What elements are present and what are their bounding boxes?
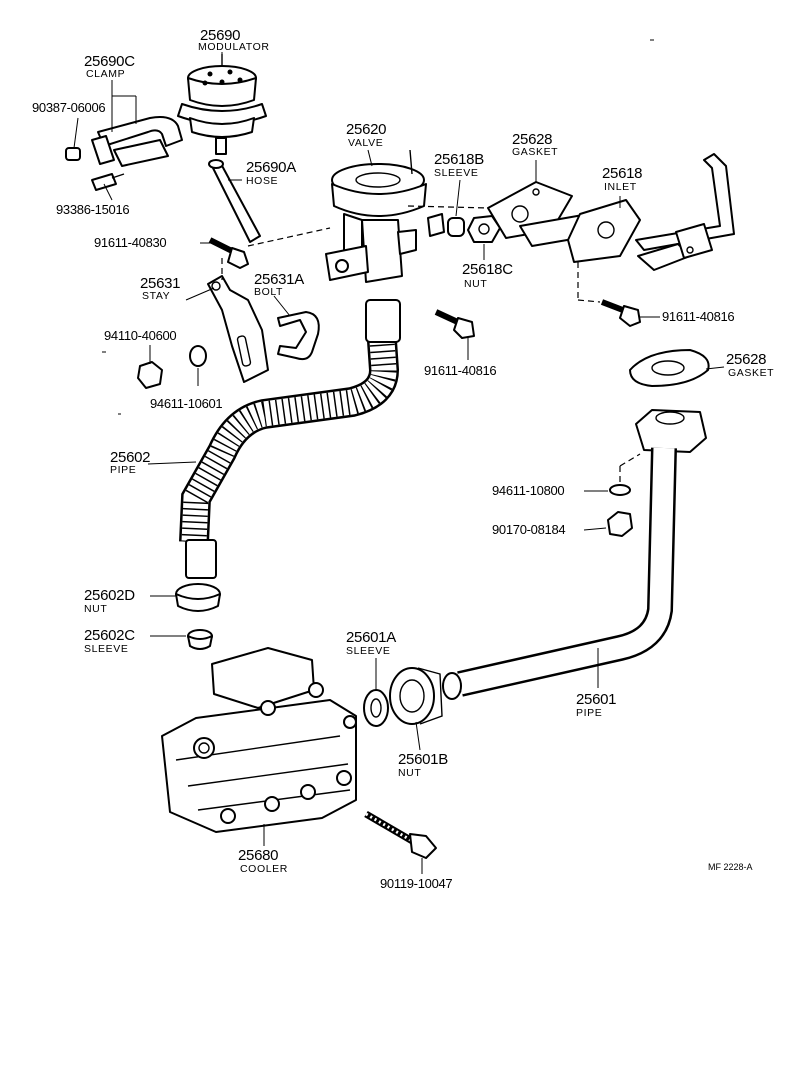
gasket-lower-drawing (629, 349, 710, 387)
cooler-bolt-number: 90119-10047 (380, 876, 452, 891)
nut-b-number: 25601B (398, 751, 448, 768)
bolt-a-name: BOLT (254, 286, 283, 298)
nut-b-drawing (389, 667, 443, 725)
clamp-nut-number: 90387-06006 (32, 100, 105, 115)
stay-number: 25631 (140, 275, 180, 292)
assembly-lines (221, 205, 641, 482)
stray-marks (102, 39, 654, 415)
cooler-bolt-drawing (364, 810, 437, 859)
nut-b-name: NUT (398, 767, 421, 779)
sleeve-a-drawing (363, 689, 389, 727)
inlet-drawing (519, 153, 735, 271)
sleeve-b-number: 25618B (434, 151, 484, 168)
gasket-upper-number: 25628 (512, 131, 552, 148)
nut-c-name: NUT (464, 278, 487, 290)
labels: 25690 MODULATOR 25690C CLAMP 90387-06006… (32, 27, 774, 891)
nut-pipe-number: 90170-08184 (492, 522, 565, 537)
gasket-lower-name: GASKET (728, 367, 774, 379)
modulator-drawing (177, 54, 267, 155)
bolt-stay-number: 91611-40830 (94, 235, 166, 250)
stay-washer-number: 94611-10601 (150, 396, 222, 411)
valve-drawing (325, 149, 445, 283)
clamp-number: 25690C (84, 53, 135, 70)
leader-lines (73, 52, 725, 874)
clamp-drawing (65, 116, 183, 191)
pipe-flex-drawing (179, 299, 401, 579)
hose-drawing (208, 159, 261, 243)
sleeve-b-drawing (447, 217, 465, 237)
nut-d-name: NUT (84, 603, 107, 615)
nut-c-number: 25618C (462, 261, 513, 278)
bolt-inlet-number: 91611-40816 (662, 309, 734, 324)
pipe-name: PIPE (576, 707, 602, 719)
sleeve-a-name: SLEEVE (346, 645, 390, 657)
stay-drawing (207, 275, 269, 383)
bolt-valve-number: 91611-40816 (424, 363, 496, 378)
modulator-number: 25690 (200, 27, 240, 44)
pipe-drawing (442, 409, 707, 700)
valve-number: 25620 (346, 121, 386, 138)
sleeve-c-drawing (187, 629, 213, 650)
clamp-screw-number: 93386-15016 (56, 202, 129, 217)
stay-name: STAY (142, 290, 170, 302)
gasket-upper-name: GASKET (512, 146, 558, 158)
inlet-name: INLET (604, 181, 637, 193)
stay-nut-number: 94110-40600 (104, 328, 176, 343)
bolt-inlet-drawing (600, 299, 641, 327)
bolt-a-drawing (277, 311, 320, 361)
cooler-name: COOLER (240, 863, 288, 875)
hose-name: HOSE (246, 175, 278, 187)
sleeve-c-name: SLEEVE (84, 643, 128, 655)
diagram-code: MF 2228-A (708, 862, 753, 872)
clamp-name: CLAMP (86, 68, 125, 80)
nut-d-number: 25602D (84, 587, 135, 604)
pipe-number: 25601 (576, 691, 616, 708)
washer-pipe-number: 94611-10800 (492, 483, 564, 498)
stay-nut-drawing (137, 361, 163, 389)
cooler-drawing (161, 647, 357, 833)
sleeve-a-number: 25601A (346, 629, 396, 646)
bolt-valve-drawing (434, 309, 475, 339)
sleeve-c-number: 25602C (84, 627, 135, 644)
pipe-flex-number: 25602 (110, 449, 150, 466)
nut-pipe-drawing (607, 511, 633, 537)
pipe-flex-name: PIPE (110, 464, 136, 476)
stay-washer-drawing (189, 345, 207, 367)
cooler-number: 25680 (238, 847, 278, 864)
nut-d-drawing (175, 583, 221, 612)
modulator-name: MODULATOR (198, 41, 270, 53)
inlet-number: 25618 (602, 165, 642, 182)
washer-pipe-drawing (609, 484, 631, 496)
bolt-a-number: 25631A (254, 271, 304, 288)
sleeve-b-name: SLEEVE (434, 167, 478, 179)
hose-number: 25690A (246, 159, 296, 176)
gasket-lower-number: 25628 (726, 351, 766, 368)
bolt-stay-drawing (208, 237, 249, 269)
valve-name: VALVE (348, 137, 383, 149)
